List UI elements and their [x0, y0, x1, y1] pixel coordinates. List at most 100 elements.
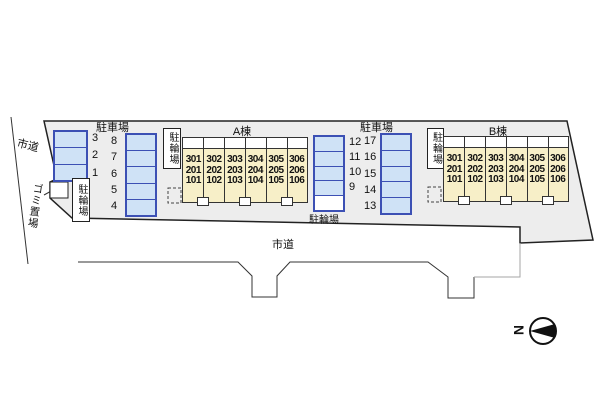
room-number: 301 [446, 153, 463, 164]
parking-lot-left-label: 駐車場 [96, 122, 129, 134]
bicycle-parking-b-box: 駐輪場 [427, 128, 444, 169]
room-number: 104 [247, 175, 264, 186]
room-number: 102 [206, 175, 222, 186]
parking-space-number: 1 [92, 166, 99, 179]
bicycle-parking-mid-label: 駐輪場 [309, 215, 339, 226]
parking-space-number: 13 [364, 200, 377, 213]
building-a-entrance-notch [281, 197, 293, 206]
parking-space-17-cell [382, 135, 410, 150]
room-number: 305 [268, 154, 284, 165]
parking-lot-right-label: 駐車場 [360, 122, 393, 134]
road-bottom-label: 市道 [272, 239, 294, 251]
room-number: 303 [488, 153, 504, 164]
bicycle-parking-a-box: 駐輪場 [163, 128, 181, 169]
room-number: 205 [529, 163, 545, 175]
parking-space-number: 14 [364, 183, 377, 196]
room-number: 101 [446, 174, 463, 185]
room-number: 203 [488, 163, 504, 175]
room-number: 102 [467, 174, 483, 185]
room-number: 304 [508, 153, 525, 164]
room-number: 103 [488, 174, 504, 185]
room-number: 204 [508, 163, 525, 175]
bicycle-parking-left-box: 駐輪場 [72, 178, 90, 222]
room-number: 106 [289, 175, 305, 186]
parking-space-number: 5 [111, 183, 118, 196]
parking-group-2-numbers: 8 7 6 5 4 [111, 133, 123, 215]
parking-space-14-cell [382, 181, 410, 198]
parking-space-4-cell [127, 198, 155, 216]
road-bottom-edge-gray [474, 243, 521, 278]
parking-space-number: 15 [364, 167, 377, 180]
building-b-entrance-notch [458, 196, 470, 205]
parking-group-3-numbers: 12 11 10 9 [349, 135, 361, 195]
garbage-box [49, 181, 69, 199]
bicycle-parking-mid-cell [315, 195, 343, 210]
parking-space-number: 16 [364, 151, 377, 164]
room-number: 302 [206, 154, 222, 165]
room-number: 306 [289, 154, 305, 165]
parking-space-10-cell [315, 165, 343, 181]
room-number: 306 [550, 153, 566, 164]
parking-space-number: 6 [111, 167, 118, 180]
room-number: 206 [289, 164, 305, 176]
room-number: 205 [268, 164, 284, 176]
parking-space-number: 2 [92, 149, 99, 162]
parking-space-7-cell [127, 150, 155, 167]
room-number: 104 [508, 174, 525, 185]
room-number: 305 [529, 153, 545, 164]
parking-group-4 [380, 133, 412, 215]
room-number: 201 [185, 164, 202, 176]
parking-space-13-cell [382, 197, 410, 213]
parking-space-2-cell [55, 147, 86, 164]
parking-group-2 [125, 133, 157, 217]
road-left-edge [10, 116, 29, 265]
parking-group-1-numbers: 3 2 1 [92, 130, 98, 182]
room-number: 101 [185, 175, 202, 186]
building-a-entrance-notch [239, 197, 251, 206]
parking-space-number: 7 [111, 151, 118, 164]
room-number: 203 [227, 164, 243, 176]
parking-space-15-cell [382, 165, 410, 182]
parking-space-16-cell [382, 149, 410, 166]
parking-space-12-cell [315, 137, 343, 151]
room-number: 202 [206, 164, 222, 176]
parking-space-number: 11 [349, 151, 361, 163]
room-number: 103 [227, 175, 243, 186]
room-number: 303 [227, 154, 243, 165]
parking-space-5-cell [127, 182, 155, 199]
parking-group-4-numbers: 17 16 15 14 13 [364, 133, 378, 215]
compass-north-letter: N [511, 324, 527, 336]
parking-space-number: 8 [111, 134, 118, 147]
dashed-box-building-a [167, 187, 182, 204]
parking-space-8-cell [127, 135, 155, 151]
room-number: 204 [247, 164, 264, 176]
parking-space-number: 4 [111, 200, 118, 213]
parking-space-1-cell [55, 163, 86, 180]
parking-space-3-cell [55, 132, 86, 148]
parking-space-number: 12 [349, 136, 362, 148]
room-number: 206 [550, 163, 566, 175]
parking-space-11-cell [315, 150, 343, 166]
parking-space-9-cell [315, 180, 343, 196]
parking-space-number: 10 [349, 166, 362, 178]
building-a-entrance-notch [197, 197, 209, 206]
road-bottom-edge [78, 261, 475, 299]
building-b-entrance-notch [542, 196, 554, 205]
room-number: 304 [247, 154, 264, 165]
parking-space-6-cell [127, 166, 155, 183]
parking-space-number: 3 [92, 132, 99, 145]
room-number: 105 [268, 175, 284, 186]
building-a-label: A棟 [232, 126, 252, 138]
building-b-label: B棟 [488, 126, 508, 138]
room-number: 202 [467, 163, 483, 175]
room-number: 106 [550, 174, 566, 185]
dashed-box-building-b [427, 186, 442, 203]
parking-group-1 [53, 130, 88, 182]
room-number: 105 [529, 174, 545, 185]
room-number: 201 [446, 163, 463, 175]
